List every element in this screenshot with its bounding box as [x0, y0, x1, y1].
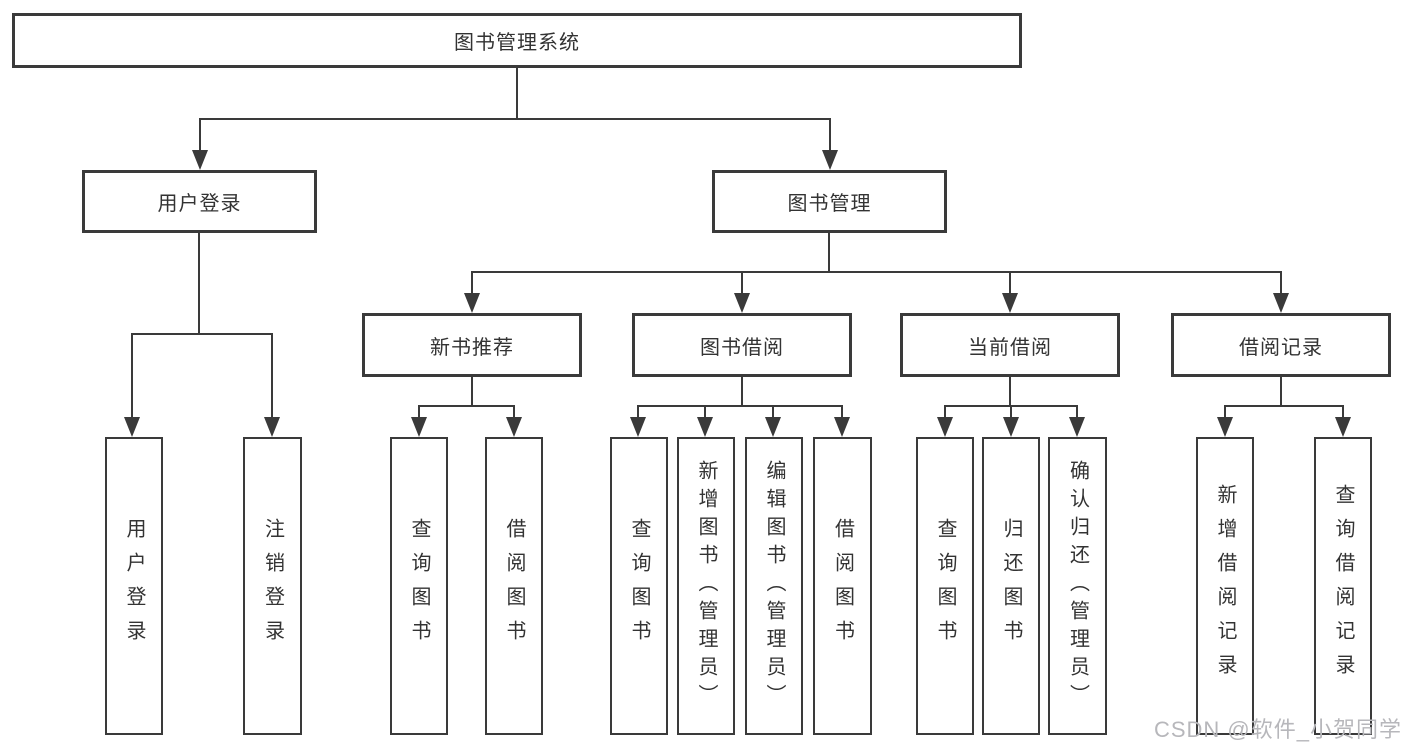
arrow-groupD-1: [1217, 406, 1233, 437]
connector-login-hline: [131, 333, 273, 335]
leaf-confirm-return-admin: 确认归还（管理员）: [1048, 437, 1107, 735]
connector-root-vline: [516, 68, 518, 120]
leaf-query-books-current-label: 查询图书: [934, 518, 956, 654]
connector-mgmt-hline: [471, 271, 1282, 273]
node-current-borrow: 当前借阅: [900, 313, 1120, 377]
node-borrow-records: 借阅记录: [1171, 313, 1391, 377]
connector-root-hline: [199, 118, 831, 120]
arrow-groupA-2: [506, 406, 522, 437]
arrow-to-user-login: [192, 120, 208, 170]
node-book-management-label: 图书管理: [787, 193, 872, 215]
leaf-return-books: 归还图书: [982, 437, 1040, 735]
node-user-login-label: 用户登录: [157, 193, 242, 215]
leaf-confirm-return-admin-label: 确认归还（管理员）: [1066, 460, 1089, 712]
connector-groupB-hline: [637, 405, 843, 407]
arrow-groupB-3: [765, 406, 781, 437]
connector-groupB-vline: [741, 377, 743, 407]
node-book-borrow-label: 图书借阅: [700, 336, 784, 359]
arrow-to-book-management: [822, 120, 838, 170]
leaf-add-book-admin-label: 新增图书（管理员）: [695, 460, 717, 712]
leaf-borrow-books-label: 借阅图书: [831, 518, 854, 654]
connector-groupA-vline: [471, 377, 473, 407]
node-root: 图书管理系统: [12, 13, 1022, 68]
connector-groupA-hline: [418, 405, 515, 407]
node-user-login: 用户登录: [82, 170, 317, 233]
leaf-logout: 注销登录: [243, 437, 302, 735]
connector-login-vline: [198, 233, 200, 335]
leaf-edit-book-admin-label: 编辑图书（管理员）: [763, 460, 785, 712]
leaf-borrow-books-recommend: 借阅图书: [485, 437, 543, 735]
arrow-groupC-1: [937, 406, 953, 437]
node-book-management: 图书管理: [712, 170, 947, 233]
connector-groupD-vline: [1280, 377, 1282, 407]
leaf-borrow-books: 借阅图书: [813, 437, 872, 735]
arrow-to-borrow-records: [1273, 272, 1289, 313]
leaf-logout-label: 注销登录: [261, 518, 284, 654]
node-borrow-records-label: 借阅记录: [1239, 336, 1323, 359]
leaf-query-books-borrow-label: 查询图书: [628, 518, 650, 654]
leaf-add-borrow-record: 新增借阅记录: [1196, 437, 1254, 735]
leaf-add-book-admin: 新增图书（管理员）: [677, 437, 735, 735]
connector-groupD-hline: [1224, 405, 1344, 407]
node-book-borrow: 图书借阅: [632, 313, 852, 377]
arrow-to-leaf-logout: [264, 335, 280, 437]
connector-mgmt-vline: [828, 233, 830, 273]
leaf-user-login-label: 用户登录: [123, 518, 145, 654]
leaf-query-borrow-record-label: 查询借阅记录: [1332, 484, 1354, 688]
leaf-query-books-borrow: 查询图书: [610, 437, 668, 735]
leaf-query-books-current: 查询图书: [916, 437, 974, 735]
node-current-borrow-label: 当前借阅: [968, 336, 1052, 359]
leaf-borrow-books-recommend-label: 借阅图书: [503, 518, 525, 654]
leaf-query-books-recommend: 查询图书: [390, 437, 448, 735]
csdn-watermark: CSDN @软件_小贺同学: [1153, 717, 1402, 742]
arrow-groupC-2: [1003, 406, 1019, 437]
arrow-to-current-borrow: [1002, 272, 1018, 313]
arrow-to-new-book-recommend: [464, 272, 480, 313]
arrow-groupA-1: [411, 406, 427, 437]
arrow-groupD-2: [1335, 406, 1351, 437]
leaf-add-borrow-record-label: 新增借阅记录: [1214, 484, 1236, 688]
leaf-user-login: 用户登录: [105, 437, 163, 735]
leaf-return-books-label: 归还图书: [1000, 518, 1022, 654]
node-root-label: 图书管理系统: [454, 32, 580, 54]
arrow-groupC-3: [1069, 406, 1085, 437]
leaf-query-borrow-record: 查询借阅记录: [1314, 437, 1372, 735]
arrow-to-leaf-user-login: [124, 335, 140, 437]
leaf-edit-book-admin: 编辑图书（管理员）: [745, 437, 803, 735]
arrow-to-book-borrow: [734, 272, 750, 313]
arrow-groupB-2: [697, 406, 713, 437]
arrow-groupB-1: [630, 406, 646, 437]
arrow-groupB-4: [834, 406, 850, 437]
node-new-book-recommend-label: 新书推荐: [430, 336, 514, 359]
connector-groupC-vline: [1009, 377, 1011, 407]
leaf-query-books-recommend-label: 查询图书: [408, 518, 430, 654]
node-new-book-recommend: 新书推荐: [362, 313, 582, 377]
